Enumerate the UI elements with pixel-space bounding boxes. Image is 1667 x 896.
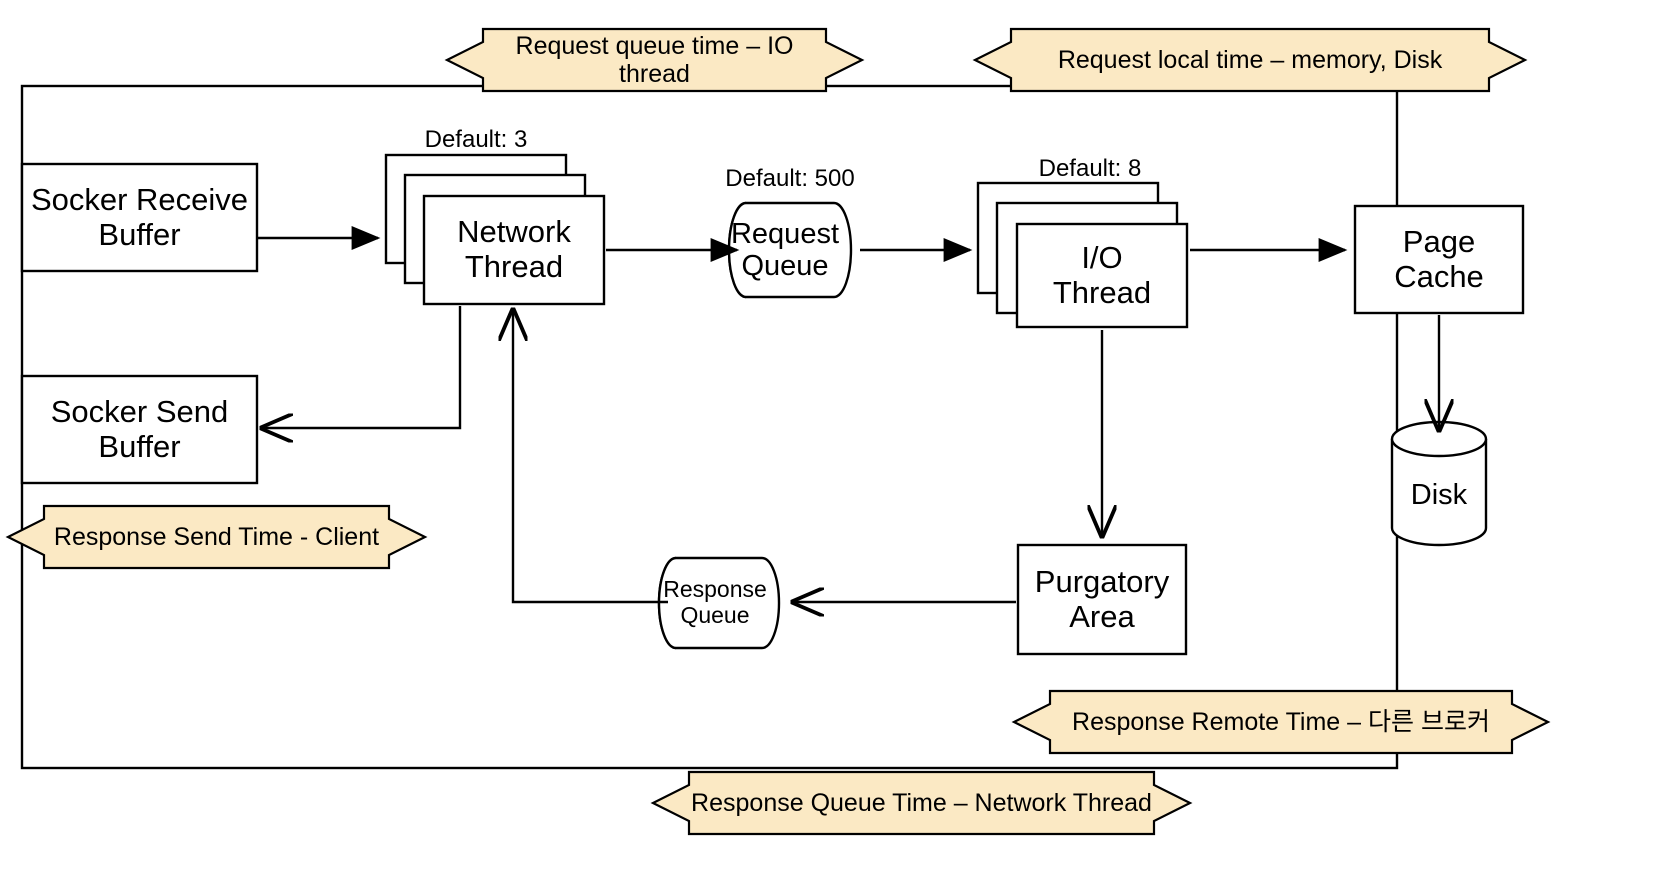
- band-response-remote-time-label: Response Remote Time – 다른 브로커: [1072, 708, 1490, 736]
- request-queue-annotation: Default: 500: [725, 164, 855, 192]
- disk-shape-body: [1390, 439, 1488, 547]
- band-request-queue-time-label: Request queue time – IO thread: [515, 32, 794, 88]
- socket-receive-buffer-label: Socker Receive Buffer: [30, 181, 249, 252]
- socket-receive-buffer-shape: [20, 162, 259, 273]
- purgatory-area-label: Purgatory Area: [1034, 563, 1170, 634]
- band-request-queue-time-shape: [444, 27, 865, 93]
- page-cache-shape: [1353, 204, 1525, 315]
- socket-send-buffer-label: Socker Send Buffer: [50, 393, 229, 464]
- arrow-responsequeue-to-network: [513, 310, 668, 604]
- band-response-remote-time-shape: [1011, 689, 1551, 755]
- socket-send-buffer-shape: [20, 374, 259, 485]
- band-response-queue-time-shape: [650, 770, 1193, 836]
- network-thread-annotation: Default: 3: [424, 125, 528, 153]
- band-request-local-time-label: Request local time – memory, Disk: [1057, 46, 1443, 74]
- band-response-queue-time-label: Response Queue Time – Network Thread: [691, 789, 1152, 817]
- purgatory-area-shape: [1016, 543, 1188, 656]
- io-thread-shape-front: [1015, 222, 1189, 329]
- response-queue-label: Response Queue: [663, 576, 767, 628]
- network-thread-label: Network Thread: [457, 214, 571, 284]
- band-response-send-time-label: Response Send Time - Client: [53, 523, 380, 551]
- page-cache-label: Page Cache: [1394, 223, 1484, 294]
- network-thread-shape-front: [422, 194, 606, 306]
- band-request-local-time-shape: [972, 27, 1528, 93]
- io-thread-annotation: Default: 8: [1038, 154, 1142, 182]
- band-response-send-time-shape: [5, 504, 428, 570]
- arrow-network-to-sendbuffer: [262, 306, 462, 428]
- request-queue-label: Request Queue: [730, 217, 839, 282]
- io-thread-label: I/O Thread: [1052, 239, 1152, 310]
- disk-label: Disk: [1410, 478, 1468, 511]
